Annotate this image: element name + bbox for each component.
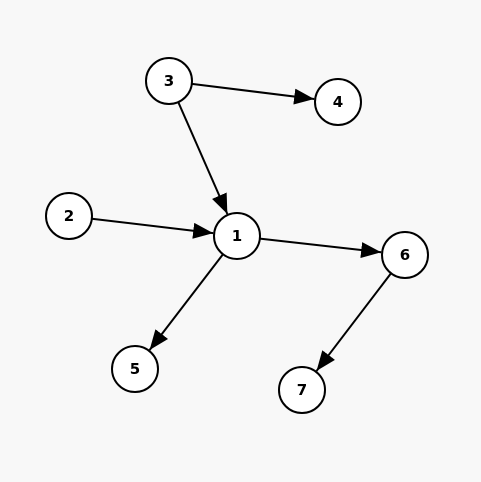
node-6: 6 [381, 231, 429, 279]
node-circle [381, 231, 429, 279]
node-label: 1 [232, 227, 242, 245]
node-label: 5 [130, 360, 140, 378]
node-5: 5 [111, 345, 159, 393]
node-circle [145, 57, 193, 105]
node-label: 2 [64, 207, 74, 225]
node-label: 6 [400, 246, 410, 264]
edges-layer [91, 82, 392, 372]
node-1: 1 [213, 212, 261, 260]
node-label: 3 [164, 72, 174, 90]
edge-1-to-6 [259, 237, 382, 259]
node-3: 3 [145, 57, 193, 105]
edge-6-to-7 [315, 272, 392, 372]
node-label: 4 [333, 93, 343, 111]
node-circle [111, 345, 159, 393]
node-circle [213, 212, 261, 260]
edge-1-to-5 [148, 253, 224, 351]
edge-3-to-4 [191, 82, 315, 105]
edge-3-to-1 [177, 101, 229, 215]
node-circle [314, 78, 362, 126]
nodes-layer: 1 2 3 4 5 6 7 [45, 57, 429, 414]
edge-2-to-1 [91, 217, 214, 239]
node-7: 7 [278, 366, 326, 414]
node-circle [278, 366, 326, 414]
node-2: 2 [45, 192, 93, 240]
node-4: 4 [314, 78, 362, 126]
node-label: 7 [297, 381, 307, 399]
node-circle [45, 192, 93, 240]
